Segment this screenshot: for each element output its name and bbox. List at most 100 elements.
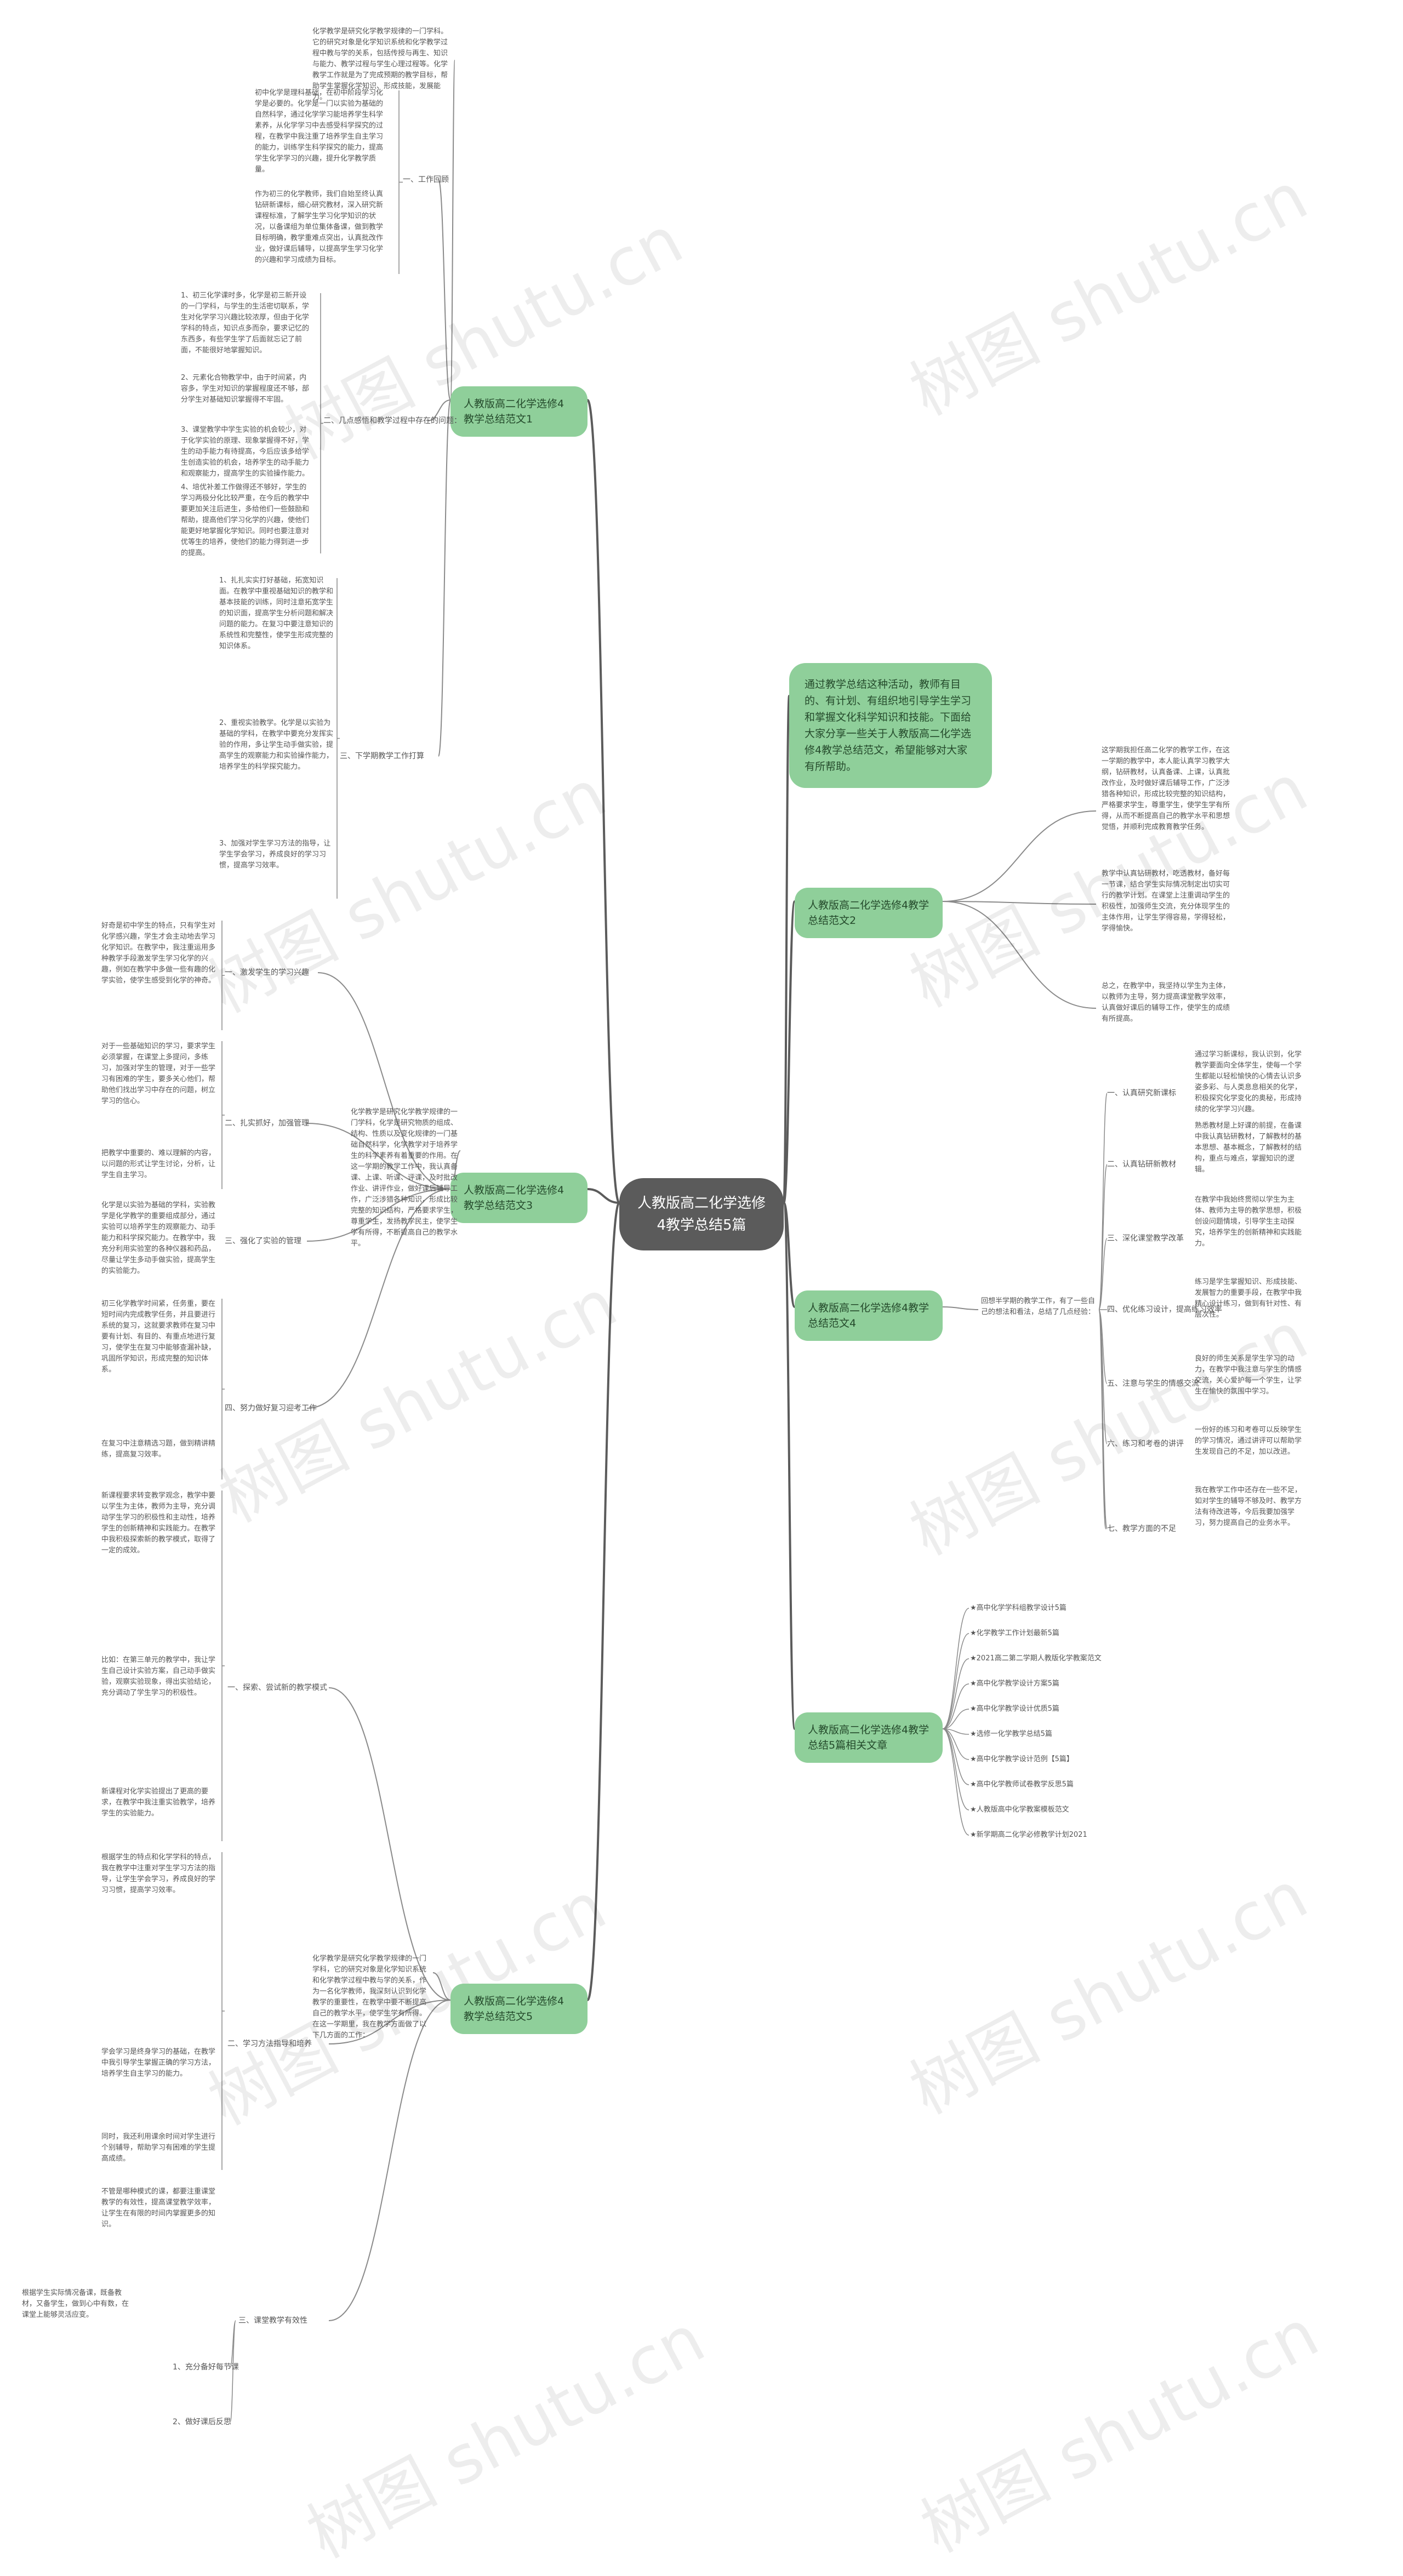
branch-6-node[interactable]: 人教版高二化学选修4教学总结范文5	[450, 1984, 588, 2034]
b1-section-2-label[interactable]: 二、几点感悟和教学过程中存在的问题：	[323, 416, 461, 425]
bracket	[221, 1041, 225, 1189]
bracket	[398, 90, 403, 274]
bracket	[221, 1299, 225, 1480]
connector	[450, 60, 455, 401]
b1-s2-text-3: 3、课堂教学中学生实验的机会较少，对于化学实验的原理、现象掌握得不好，学生的动手…	[181, 426, 310, 478]
connector	[1098, 1309, 1108, 1529]
branch-1-node[interactable]: 人教版高二化学选修4教学总结范文1	[450, 386, 588, 437]
b4-item-label[interactable]: 六、练习和考卷的讲评	[1107, 1440, 1184, 1448]
related-article-link[interactable]: ★选修一化学教学总结5篇	[970, 1730, 1052, 1738]
connector	[783, 695, 790, 1204]
root-topic[interactable]: 人教版高二化学选修4教学总结5篇	[619, 1178, 784, 1250]
b6-sub-text: 根据学生实际情况备课，既备教材，又备学生，做到心中有数，在课堂上能够灵活应变。	[22, 2289, 129, 2319]
b6-section-3-label[interactable]: 三、课堂教学有效性	[238, 2316, 307, 2325]
b4-item-text: 熟悉教材是上好课的前提，在备课中我认真钻研教材，了解教材的基本思想、基本概念，了…	[1195, 1122, 1302, 1174]
branch-5-node[interactable]: 人教版高二化学选修4教学总结5篇相关文章	[795, 1712, 943, 1763]
b3-section-3-label[interactable]: 三、强化了实验的管理	[225, 1237, 301, 1246]
b3-section-2-label[interactable]: 二、扎实抓好，加强管理	[225, 1119, 309, 1128]
b1-section-3-label[interactable]: 三、下学期教学工作打算	[340, 752, 424, 761]
b4-item-text: 我在教学工作中还存在一些不足，如对学生的辅导不够及时、教学方法有待改进等，今后我…	[1195, 1486, 1302, 1527]
b4-item-text: 在教学中我始终贯彻以学生为主体、教师为主导的教学思想，积极创设问题情境，引导学生…	[1195, 1196, 1302, 1248]
b4-item-label[interactable]: 三、深化课堂教学改革	[1107, 1234, 1184, 1243]
connector	[1098, 1164, 1108, 1310]
connector	[942, 1658, 969, 1729]
b6-intro-text: 化学教学是研究化学教学规律的一门学科，它的研究对象是化学知识系统和化学教学过程中…	[312, 1955, 427, 2040]
related-article-link[interactable]: ★新学期高二化学必修教学计划2021	[970, 1831, 1087, 1839]
b3-s3-text: 化学是以实验为基础的学科，实验教学是化学教学的重要组成部分，通过实验可以培养学生…	[101, 1201, 216, 1275]
connector	[328, 2000, 451, 2044]
b1-s1-text-2: 作为初三的化学教师，我们自始至终认真钻研新课标，细心研究教材，深入研究新课程标准…	[255, 190, 384, 264]
connector	[783, 900, 796, 1204]
b4-item-label[interactable]: 四、优化练习设计，提高练习效率	[1107, 1305, 1222, 1314]
connector	[586, 1202, 620, 2001]
b6-sub-label[interactable]: 2、做好课后反思	[173, 2418, 231, 2426]
related-article-link[interactable]: ★2021高二第二学期人教版化学教案范文	[970, 1654, 1102, 1663]
b6-s2-text-2: 学会学习是终身学习的基础，在教学中我引导学生掌握正确的学习方法，培养学生自主学习…	[101, 2048, 216, 2078]
b4-item-label[interactable]: 二、认真钻研新教材	[1107, 1160, 1176, 1169]
related-article-link[interactable]: ★高中化学学科组教学设计5篇	[970, 1604, 1066, 1612]
connector	[317, 972, 451, 1190]
b6-s1-text-1: 新课程要求转变教学观念，教学中要以学生为主体，教师为主导，充分调动学生学习的积极…	[101, 1492, 216, 1555]
b3-section-1-label[interactable]: 一、激发学生的学习兴趣	[225, 968, 309, 977]
connector	[427, 399, 451, 421]
b3-s2-text-1: 对于一些基础知识的学习，要求学生必须掌握，在课堂上多提问，多练习，加强对学生的管…	[101, 1042, 216, 1105]
related-article-link[interactable]: ★高中化学教师试卷教学反思5篇	[970, 1780, 1074, 1789]
related-article-link[interactable]: ★人教版高中化学教案模板范文	[970, 1806, 1069, 1814]
connector	[942, 1306, 979, 1310]
b3-intro-text: 化学教学是研究化学教学规律的一门学科，化学是研究物质的组成、结构、性质以及变化规…	[351, 1108, 458, 1248]
b4-item-text: 一份好的练习和考卷可以反映学生的学习情况，通过讲评可以帮助学生发现自己的不足，加…	[1195, 1426, 1302, 1456]
intro-node[interactable]: 通过教学总结这种活动，教师有目的、有计划、有组织地引导学生学习和掌握文化科学知识…	[789, 663, 992, 788]
branch-2-node[interactable]: 人教版高二化学选修4教学总结范文2	[795, 888, 943, 938]
b2-text-2: 教学中认真钻研教材，吃透教材，备好每一节课，结合学生实际情况制定出切实可行的教学…	[1102, 870, 1230, 933]
connector	[783, 1202, 796, 1730]
b6-s2-text-1: 根据学生的特点和化学学科的特点，我在教学中注重对学生学习方法的指导，让学生学会学…	[101, 1853, 216, 1894]
connector	[942, 810, 1097, 902]
connector	[438, 179, 451, 401]
branch-4-node[interactable]: 人教版高二化学选修4教学总结范文4	[795, 1290, 943, 1341]
b1-section-1-label[interactable]: 一、工作回顾	[403, 175, 449, 184]
b3-section-4-label[interactable]: 四、努力做好复习迎考工作	[225, 1404, 317, 1413]
connector	[942, 1709, 969, 1729]
related-article-link[interactable]: ★高中化学教学设计范例【5篇】	[970, 1755, 1074, 1763]
b6-s2-text-3: 同时，我还利用课余时间对学生进行个别辅导，帮助学习有困难的学生提高成绩。	[101, 2133, 216, 2163]
bracket	[221, 921, 225, 1030]
b1-intro-text: 化学教学是研究化学教学规律的一门学科。它的研究对象是化学知识系统和化学教学过程中…	[312, 27, 448, 101]
connector	[942, 1683, 969, 1729]
related-article-link[interactable]: ★化学教学工作计划最新5篇	[970, 1629, 1059, 1637]
bracket	[221, 1852, 225, 2170]
b1-s3-text-3: 3、加强对学生学习方法的指导，让学生学会学习，养成良好的学习习惯，提高学习效率。	[219, 839, 331, 870]
b6-section-2-label[interactable]: 二、学习方法指导和培养	[227, 2040, 312, 2048]
b3-s2-text-2: 把教学中重要的、难以理解的内容，以问题的形式让学生讨论，分析，让学生自主学习。	[101, 1149, 216, 1179]
b6-s1-text-2: 比如：在第三单元的教学中，我让学生自己设计实验方案，自己动手做实验，观察实验现象…	[101, 1656, 216, 1697]
b1-s3-text-1: 1、扎扎实实打好基础，拓宽知识面。在教学中重视基础知识的教学和基本技能的训练，同…	[219, 576, 334, 650]
b1-s2-text-2: 2、元素化合物教学中，由于时间紧，内容多，学生对知识的掌握程度还不够，部分学生对…	[181, 374, 310, 404]
b2-text-1: 这学期我担任高二化学的教学工作，在这一学期的教学中，本人能认真学习教学大纲，钻研…	[1102, 746, 1230, 831]
connector	[306, 1123, 451, 1190]
bracket	[337, 578, 340, 899]
connector	[942, 1633, 969, 1729]
b4-item-label[interactable]: 五、注意与学生的情感交流	[1107, 1379, 1199, 1388]
related-article-link[interactable]: ★高中化学教学设计方案5篇	[970, 1680, 1059, 1688]
bracket	[221, 1490, 225, 1841]
connector	[328, 2000, 451, 2321]
b4-item-label[interactable]: 七、教学方面的不足	[1107, 1524, 1176, 1533]
b6-sub-label[interactable]: 1、充分备好每节课	[173, 2363, 239, 2372]
related-article-link[interactable]: ★高中化学教学设计优质5篇	[970, 1705, 1059, 1713]
b6-section-1-label[interactable]: 一、探索、尝试新的教学模式	[227, 1683, 327, 1692]
connector	[942, 901, 1097, 905]
b4-item-label[interactable]: 一、认真研究新课标	[1107, 1089, 1176, 1098]
connector	[942, 901, 1097, 1009]
b3-s4-text-2: 在复习中注意精选习题，做到精讲精练，提高复习效率。	[101, 1440, 216, 1459]
b6-s3-text-1: 不管是哪种模式的课，都要注重课堂教学的有效性，提高课堂教学效率，让学生在有限的时…	[101, 2187, 216, 2229]
branch-3-node[interactable]: 人教版高二化学选修4教学总结范文3	[450, 1173, 588, 1223]
connector	[942, 1728, 969, 1810]
b4-intro-text: 回想半学期的教学工作，有了一些自己的想法和看法，总结了几点经验：	[981, 1297, 1096, 1316]
b4-item-text: 良好的师生关系是学生学习的动力，在教学中我注意与学生的情感交流，关心爱护每一个学…	[1195, 1355, 1302, 1396]
connector	[942, 1728, 969, 1836]
b1-s2-text-4: 4、培优补差工作做得还不够好，学生的学习两极分化比较严重，在今后的教学中要更加关…	[181, 483, 310, 557]
connector	[942, 1728, 969, 1785]
connector	[432, 1972, 451, 2001]
b3-s1-text: 好奇是初中学生的特点，只有学生对化学感兴趣，学生才会主动地去学习化学知识。在教学…	[101, 922, 216, 985]
connector	[587, 1188, 620, 1204]
b3-s4-text-1: 初三化学教学时间紧，任务重，要在短时间内完成教学任务，并且要进行系统的复习，这就…	[101, 1300, 216, 1374]
